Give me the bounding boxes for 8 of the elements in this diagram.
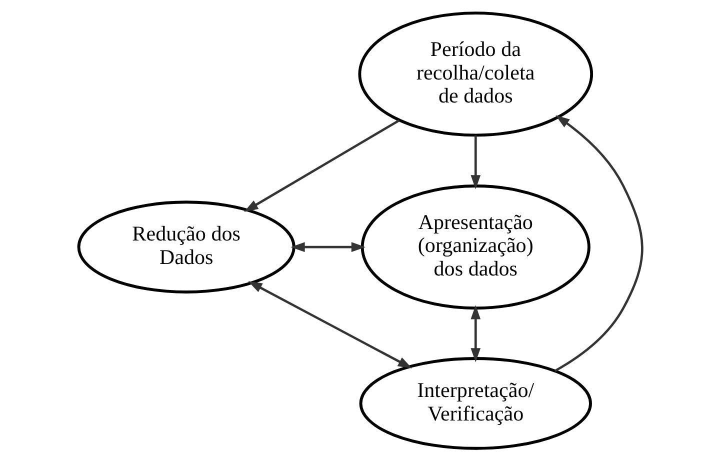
arrow (470, 135, 481, 190)
arrow (290, 242, 366, 252)
arrow (248, 281, 412, 368)
node-ellipse: Apresentação (organização) dos dados (360, 184, 590, 310)
arrow (554, 115, 644, 372)
arrow (244, 119, 400, 212)
arrow (470, 305, 481, 362)
node-ellipse: Período da recolha/coleta de dados (358, 12, 594, 137)
